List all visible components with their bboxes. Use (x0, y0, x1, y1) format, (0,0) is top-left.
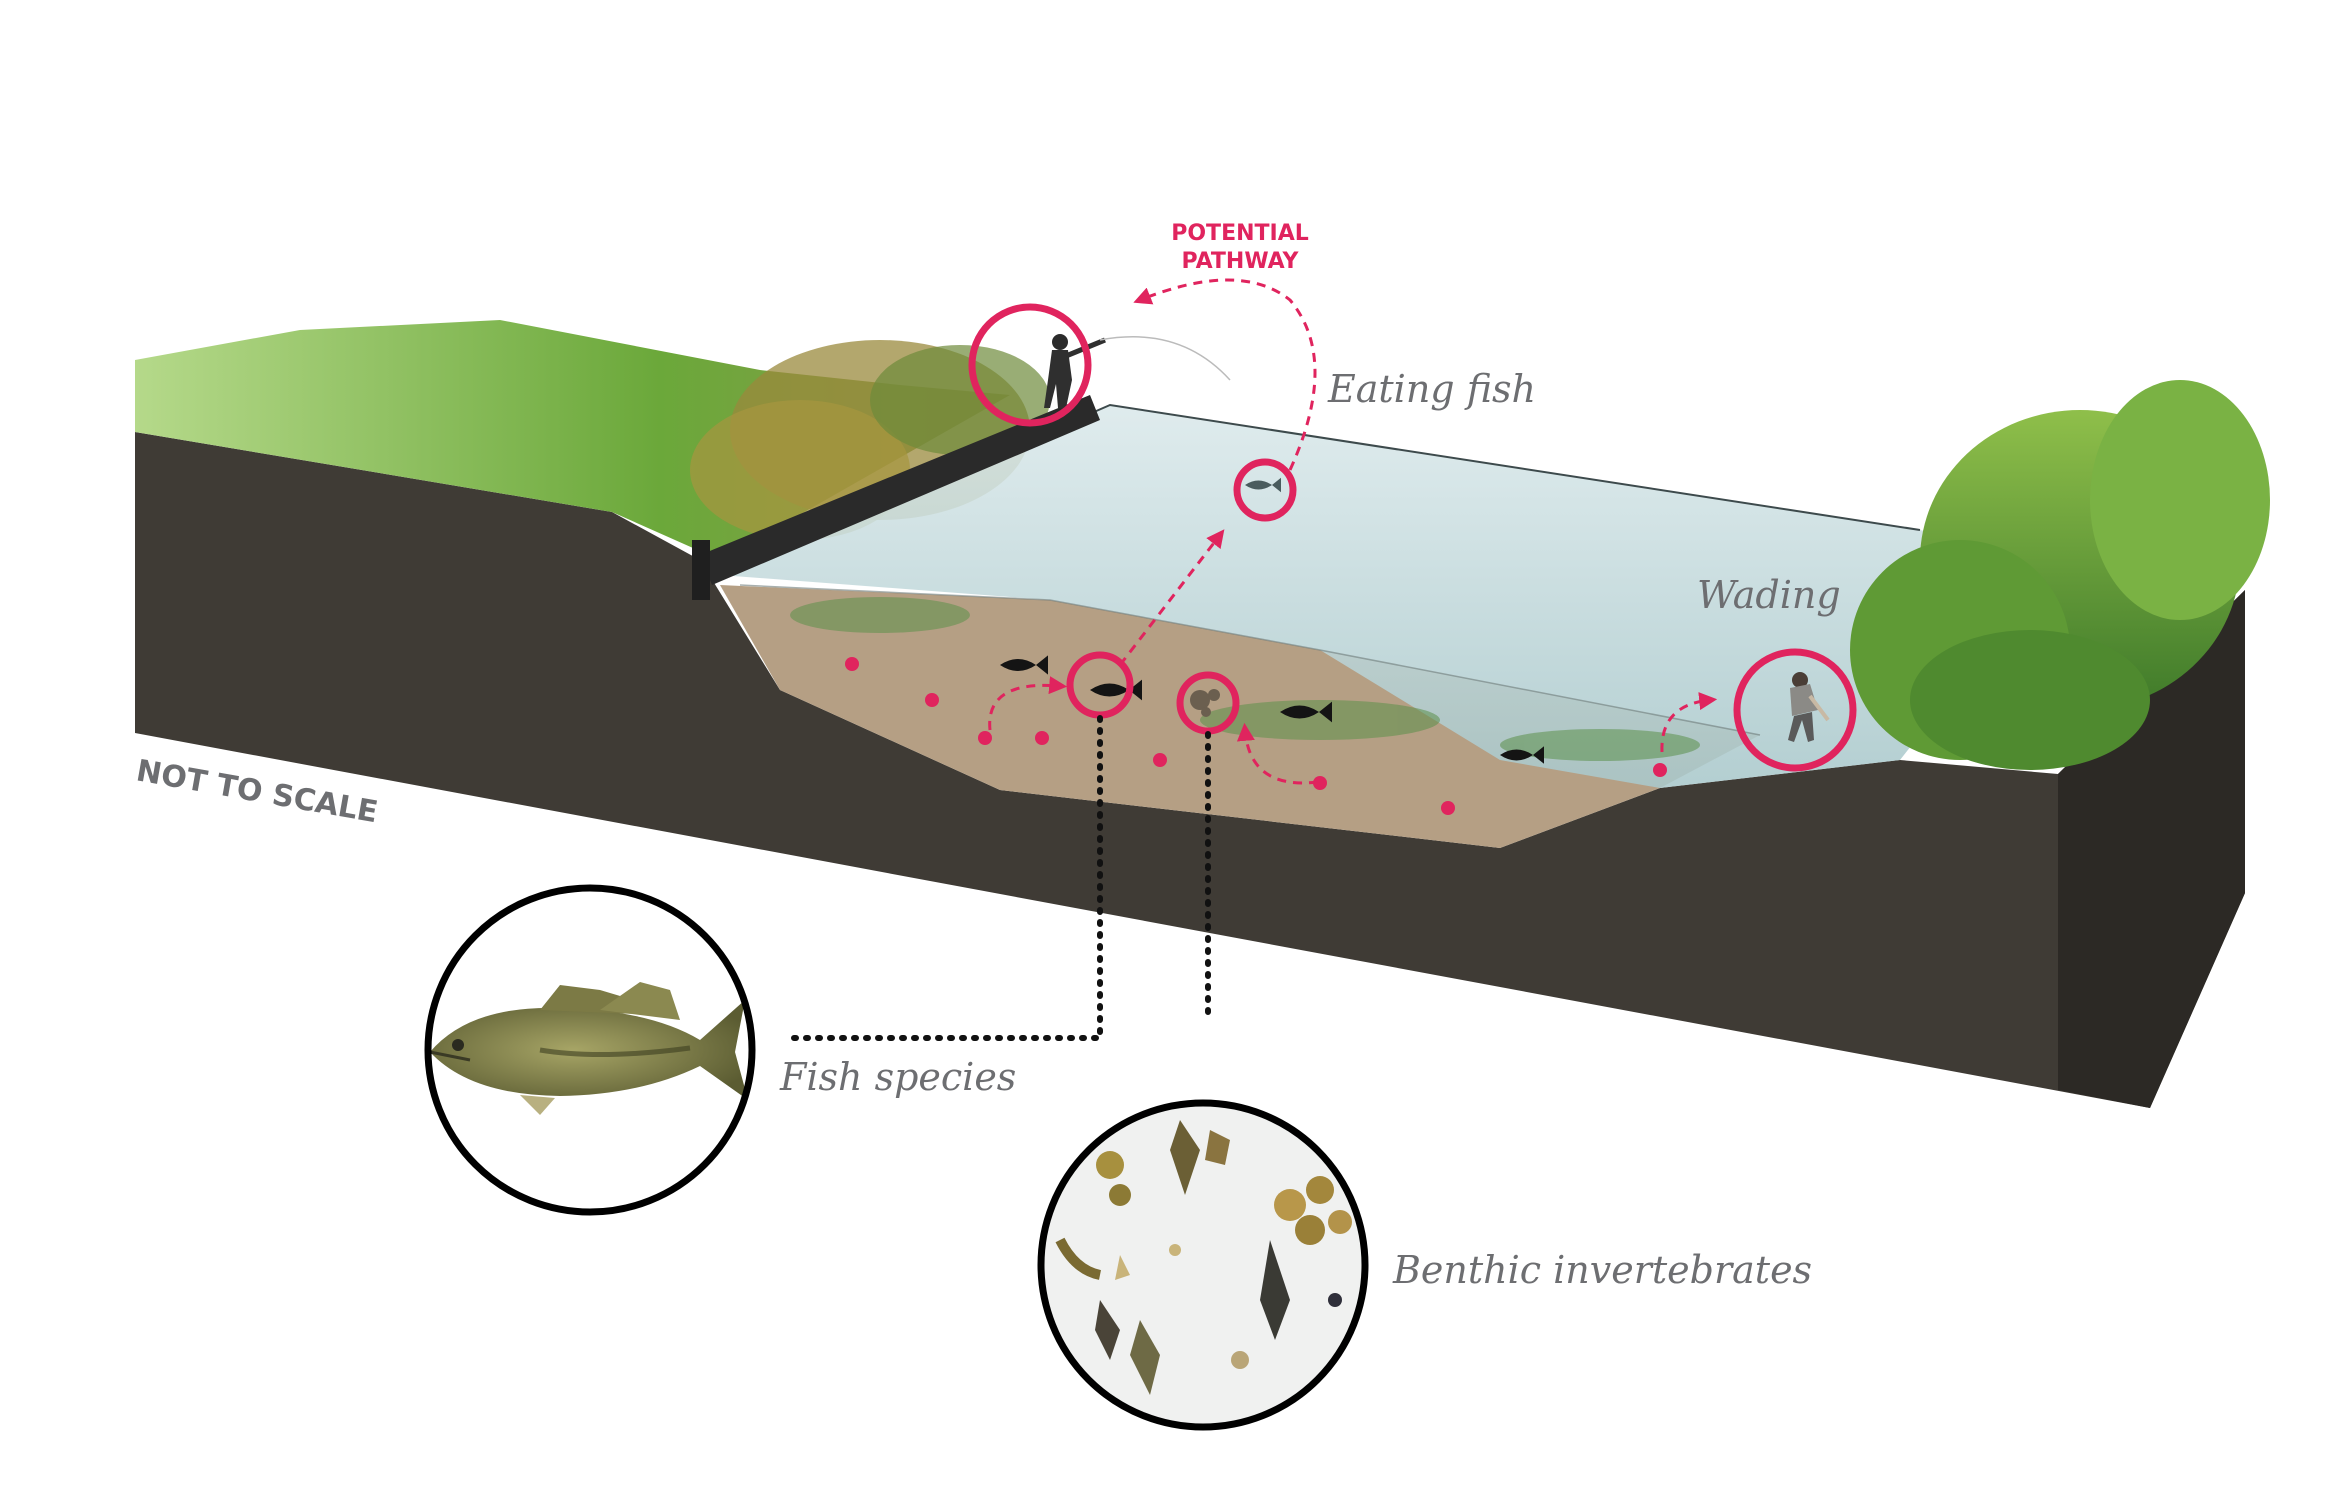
wader-icon (1788, 672, 1830, 742)
label-wading: Wading (1697, 573, 1841, 617)
fish-icon (1500, 746, 1544, 764)
label-fish-species: Fish species (779, 1055, 1016, 1099)
landscape-block (135, 320, 2270, 1108)
invertebrate-collage (1055, 1120, 1352, 1395)
arrow-fish-to-fisherman (1133, 278, 1317, 471)
wall-post (692, 540, 710, 600)
pathway-label-line2: PATHWAY (1182, 249, 1300, 274)
label-benthic: Benthic invertebrates (1392, 1248, 1812, 1292)
fisherman-icon (1044, 334, 1231, 408)
aquatic-plants (790, 597, 1700, 761)
highlight-circles (968, 303, 1857, 772)
fish-icon (1090, 679, 1142, 701)
label-eating-fish: Eating fish (1327, 367, 1536, 411)
arrow-sediment-to-benthic (1236, 722, 1319, 785)
fish-icon (1000, 655, 1048, 675)
fish-icon (1280, 701, 1332, 723)
riparian-trees (1850, 380, 2270, 770)
fisherman-highlight (968, 303, 1092, 427)
block-right-face (2058, 590, 2245, 1108)
arrow-sediment-to-fish (988, 676, 1068, 731)
soil-cross-section (135, 432, 2245, 1108)
sediment-sample-dots (845, 657, 1667, 815)
wader-highlight (1733, 648, 1857, 772)
fish-icon (1245, 477, 1281, 493)
fish-silhouettes (1000, 477, 1544, 764)
benthic-inset (1037, 1099, 1369, 1431)
invertebrate-icon (1190, 689, 1220, 717)
leader-lines (782, 715, 1211, 1041)
leader-fish (782, 715, 1103, 1041)
gabion-wall (700, 395, 1100, 585)
surface-fish-highlight (1233, 458, 1297, 522)
pathway-label-line1: POTENTIAL (1171, 221, 1309, 246)
bass-illustration (429, 982, 748, 1115)
arrow-fish-to-surface (1118, 529, 1225, 666)
fish-species-inset (424, 884, 756, 1216)
arrow-sediment-to-wader (1660, 692, 1718, 753)
pathway-arrows (988, 278, 1718, 785)
water-surface (720, 405, 2058, 788)
